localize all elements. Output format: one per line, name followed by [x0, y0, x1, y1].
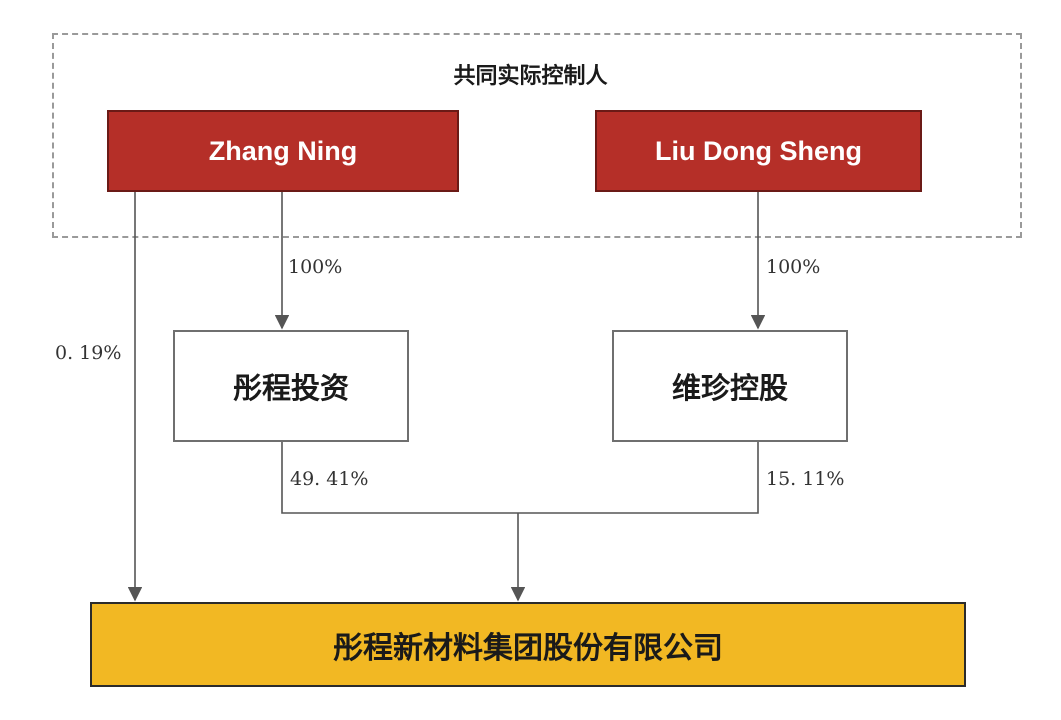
pct-tongcheng-to-company: 49. 41% [290, 468, 369, 490]
merge-line [281, 442, 759, 514]
pct-zhang-direct: 0. 19% [55, 342, 122, 364]
holding-weizhen-holdings: 维珍控股 [612, 330, 848, 442]
person-liu-dong-sheng: Liu Dong Sheng [595, 110, 922, 192]
joint-controllers-group [52, 33, 1022, 238]
person-zhang-ning: Zhang Ning [107, 110, 459, 192]
pct-liu-to-weizhen: 100% [766, 256, 821, 278]
pct-weizhen-to-company: 15. 11% [766, 468, 845, 490]
group-label: 共同实际控制人 [453, 64, 608, 89]
holding-tongcheng-investment: 彤程投资 [173, 330, 409, 442]
company-tongcheng-new-materials: 彤程新材料集团股份有限公司 [90, 602, 966, 687]
pct-zhang-to-tongcheng: 100% [288, 256, 343, 278]
